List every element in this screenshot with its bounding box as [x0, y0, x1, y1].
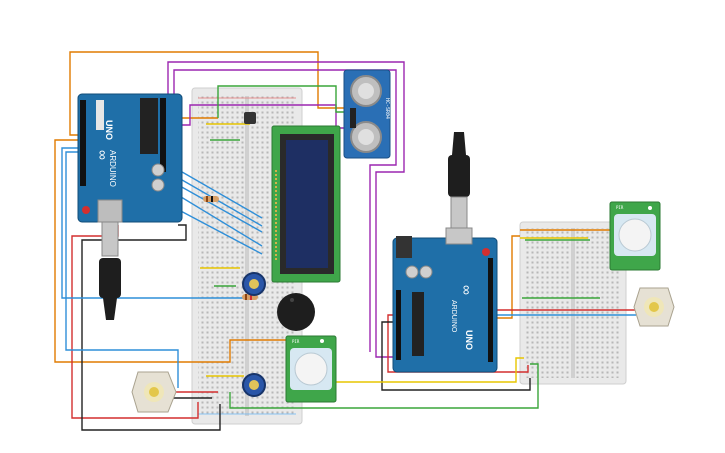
pir-label: PIR	[616, 205, 624, 210]
wire-blue	[61, 147, 246, 299]
arduino-model-label: UNO	[104, 120, 114, 140]
resistor	[203, 196, 219, 202]
dc-motor-right	[633, 287, 675, 327]
piezo-buzzer	[277, 293, 315, 331]
wire-green	[229, 363, 539, 409]
reset-button	[82, 206, 90, 214]
arduino-uno-left: ARDUINO UNO ∞	[77, 93, 183, 223]
usb-port	[445, 227, 473, 245]
wire-orange	[69, 51, 344, 136]
dc-motor-left	[131, 371, 177, 413]
usb-plug-left	[99, 221, 121, 320]
pir-sensor-b: PIR	[609, 201, 661, 271]
infinity-logo: ∞	[459, 285, 475, 295]
wire-black	[381, 321, 531, 391]
lcd-display	[271, 125, 341, 283]
potentiometer	[242, 373, 266, 397]
wire-black	[81, 224, 221, 431]
arduino-brand-label: ARDUINO	[108, 150, 117, 187]
pir-sensor-a: PIR	[285, 335, 337, 403]
infinity-logo: ∞	[95, 150, 111, 160]
wires	[54, 51, 636, 431]
arduino-brand-label: ARDUINO	[450, 300, 457, 333]
power-jack	[396, 236, 412, 258]
power-jack	[97, 199, 123, 223]
wire-orange	[497, 235, 520, 319]
wire-blue	[65, 151, 179, 388]
potentiometer	[242, 272, 266, 296]
wire-green	[217, 85, 346, 118]
ultrasonic-label: HC-SR04	[384, 98, 390, 119]
pir-label: PIR	[292, 339, 300, 344]
wire-yellow	[306, 357, 524, 383]
usb-port	[96, 100, 104, 130]
ultrasonic-sensor: HC-SR04	[343, 69, 391, 159]
usb-plug-right	[448, 132, 470, 232]
wire-orange	[54, 139, 290, 363]
arduino-uno-right: ∞ ARDUINO UNO	[392, 227, 498, 373]
arduino-model-label: UNO	[464, 330, 474, 350]
wire-red	[387, 314, 529, 373]
breadboard-right	[519, 221, 627, 385]
reset-button	[482, 248, 490, 256]
temperature-sensor	[244, 112, 256, 124]
